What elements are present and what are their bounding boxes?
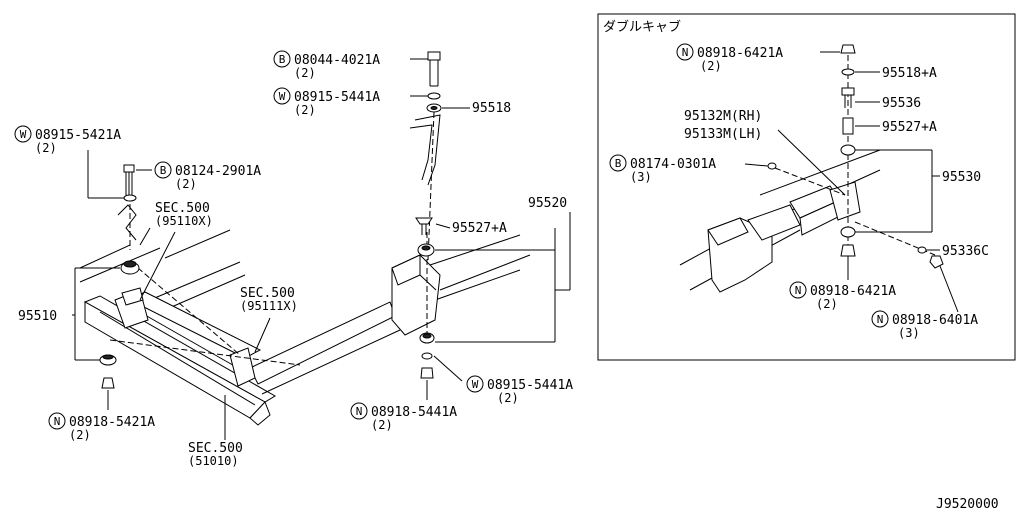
w-circle-icon: [466, 375, 484, 393]
n-circle-icon: [789, 281, 807, 299]
label-sec500-95110x-sub: (95110X): [155, 214, 213, 228]
w-circle-icon: [14, 125, 32, 143]
label-08918-5421a: 08918-5421A: [69, 415, 155, 430]
label-95510: 95510: [18, 309, 57, 324]
label-sec500-95111x: SEC.500: [240, 286, 295, 301]
inset-frame: [597, 13, 1016, 361]
prefix-b: B: [279, 53, 286, 66]
qty-08918-5421a: (2): [69, 428, 91, 442]
qty-08918-6421a-top: (2): [700, 59, 722, 73]
prefix-n: N: [682, 46, 689, 59]
label-95132m-rh: 95132M(RH): [684, 109, 762, 124]
qty-08915-5421a: (2): [35, 141, 57, 155]
prefix-b: B: [160, 164, 167, 177]
label-95530: 95530: [942, 170, 981, 185]
label-08124-2901a: 08124-2901A: [175, 164, 261, 179]
inset-labels: ダブルキャブ N 08918-6421A (2) 95518+A 95536 9…: [603, 19, 989, 340]
label-sec500-95111x-sub: (95111X): [240, 299, 298, 313]
main-labels: B 08044-4021A (2) W 08915-5441A (2) 9551…: [14, 50, 573, 468]
label-08918-6401a: 08918-6401A: [892, 313, 978, 328]
label-sec500-95110x: SEC.500: [155, 201, 210, 216]
label-08918-6421a-top: 08918-6421A: [697, 46, 783, 61]
prefix-w: W: [20, 128, 27, 141]
qty-08044-4021a: (2): [294, 66, 316, 80]
prefix-n: N: [356, 405, 363, 418]
qty-08918-6401a: (3): [898, 326, 920, 340]
prefix-w: W: [279, 90, 286, 103]
n-circle-icon: [676, 43, 694, 61]
prefix-b: B: [615, 157, 622, 170]
label-08915-5441a-top: 08915-5441A: [294, 90, 380, 105]
label-95336c: 95336C: [942, 244, 989, 259]
label-08915-5441a-bottom: 08915-5441A: [487, 378, 573, 393]
main-frame-assembly: [72, 51, 571, 440]
label-95520: 95520: [528, 196, 567, 211]
qty-08124-2901a: (2): [175, 177, 197, 191]
label-08174-0301a: 08174-0301A: [630, 157, 716, 172]
qty-08918-5441a: (2): [371, 418, 393, 432]
n-circle-icon: [350, 402, 368, 420]
prefix-w: W: [472, 378, 479, 391]
inset-title: ダブルキャブ: [603, 19, 681, 35]
label-08915-5421a: 08915-5421A: [35, 128, 121, 143]
label-95536: 95536: [882, 96, 921, 111]
label-95527a-main: 95527+A: [452, 221, 507, 236]
drawing-number: J9520000: [936, 497, 999, 512]
b-circle-icon: [154, 161, 172, 179]
inset-assembly: [679, 44, 959, 313]
b-circle-icon: [273, 50, 291, 68]
prefix-n: N: [795, 284, 802, 297]
label-sec500-51010-sub: (51010): [188, 454, 239, 468]
label-95518a: 95518+A: [882, 66, 937, 81]
label-08918-5441a: 08918-5441A: [371, 405, 457, 420]
label-95527a-inset: 95527+A: [882, 120, 937, 135]
prefix-n: N: [877, 313, 884, 326]
n-circle-icon: [48, 412, 66, 430]
n-circle-icon: [871, 310, 889, 328]
prefix-n: N: [54, 415, 61, 428]
qty-08174-0301a: (3): [630, 170, 652, 184]
qty-08915-5441a-bottom: (2): [497, 391, 519, 405]
qty-08915-5441a-top: (2): [294, 103, 316, 117]
label-08918-6421a-bottom: 08918-6421A: [810, 284, 896, 299]
qty-08918-6421a-bottom: (2): [816, 297, 838, 311]
label-95518: 95518: [472, 101, 511, 116]
label-95133m-lh: 95133M(LH): [684, 127, 762, 142]
label-sec500-51010: SEC.500: [188, 441, 243, 456]
label-08044-4021a: 08044-4021A: [294, 53, 380, 68]
b-circle-icon: [609, 154, 627, 172]
w-circle-icon: [273, 87, 291, 105]
